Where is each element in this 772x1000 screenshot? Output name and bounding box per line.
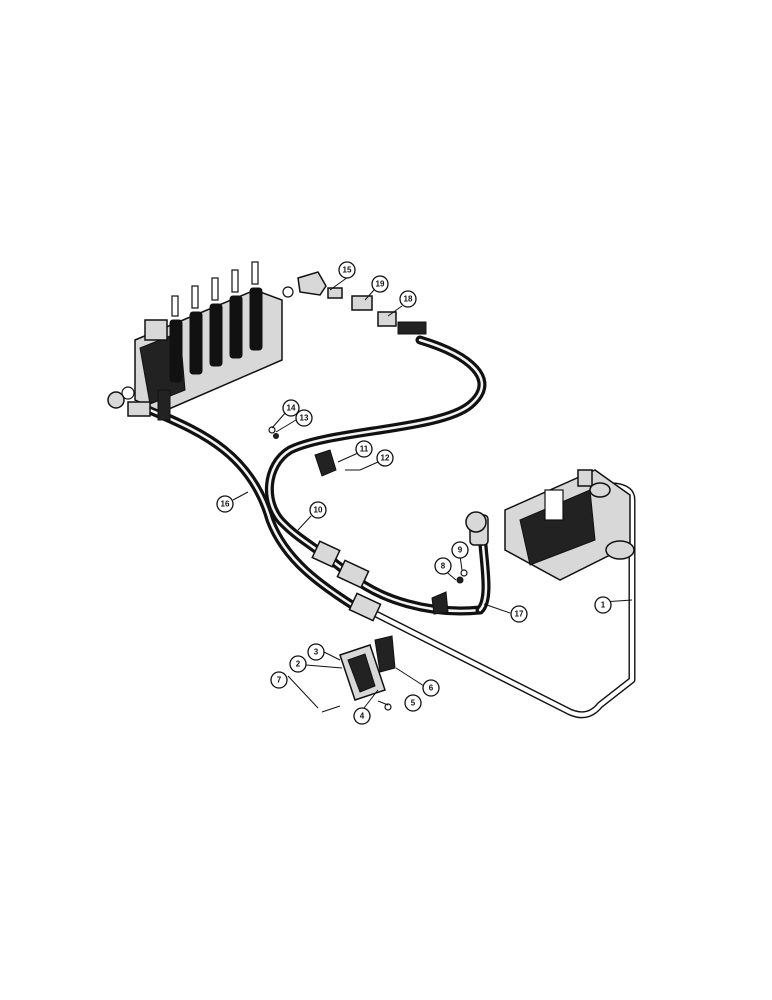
callout-11: 11 — [355, 440, 373, 458]
control-valve-bank — [107, 261, 294, 421]
svg-text:18: 18 — [404, 295, 413, 304]
svg-text:12: 12 — [381, 454, 390, 463]
hose-18 — [265, 335, 487, 616]
svg-text:19: 19 — [376, 280, 385, 289]
svg-text:10: 10 — [314, 506, 323, 515]
callout-4: 4 — [353, 707, 371, 725]
callout-1: 1 — [594, 596, 612, 614]
callout-2: 2 — [289, 655, 307, 673]
tube-1 — [368, 482, 636, 719]
callout-10: 10 — [309, 501, 327, 519]
auxiliary-valve — [504, 469, 635, 581]
svg-text:13: 13 — [300, 414, 309, 423]
hose-17 — [475, 540, 491, 615]
callout-15: 15 — [338, 261, 356, 279]
svg-text:7: 7 — [277, 676, 282, 685]
callout-12: 12 — [376, 449, 394, 467]
callout-17: 17 — [510, 605, 528, 623]
svg-text:4: 4 — [360, 712, 365, 721]
mounting-bracket-parts — [321, 569, 468, 713]
svg-text:6: 6 — [429, 684, 434, 693]
svg-text:1: 1 — [601, 601, 606, 610]
callout-19: 19 — [371, 275, 389, 293]
svg-text:3: 3 — [314, 648, 319, 657]
svg-text:9: 9 — [458, 546, 463, 555]
hose-clamp-parts — [268, 426, 360, 477]
svg-text:16: 16 — [221, 500, 230, 509]
svg-text:11: 11 — [360, 445, 369, 454]
callout-6: 6 — [422, 679, 440, 697]
hose-couplings — [127, 401, 489, 622]
callout-8: 8 — [434, 557, 452, 575]
elbow-fitting — [297, 271, 427, 335]
svg-text:2: 2 — [296, 660, 301, 669]
callout-3: 3 — [307, 643, 325, 661]
callout-5: 5 — [404, 694, 422, 712]
callout-18: 18 — [399, 290, 417, 308]
callout-7: 7 — [270, 671, 288, 689]
svg-text:5: 5 — [411, 699, 416, 708]
svg-text:14: 14 — [287, 404, 296, 413]
callout-14: 14 — [282, 399, 300, 417]
svg-text:15: 15 — [343, 266, 352, 275]
hose-16 — [145, 405, 365, 615]
callout-13: 13 — [295, 409, 313, 427]
svg-text:17: 17 — [515, 610, 524, 619]
callout-16: 16 — [216, 495, 234, 513]
svg-text:8: 8 — [441, 562, 446, 571]
callout-9: 9 — [451, 541, 469, 559]
